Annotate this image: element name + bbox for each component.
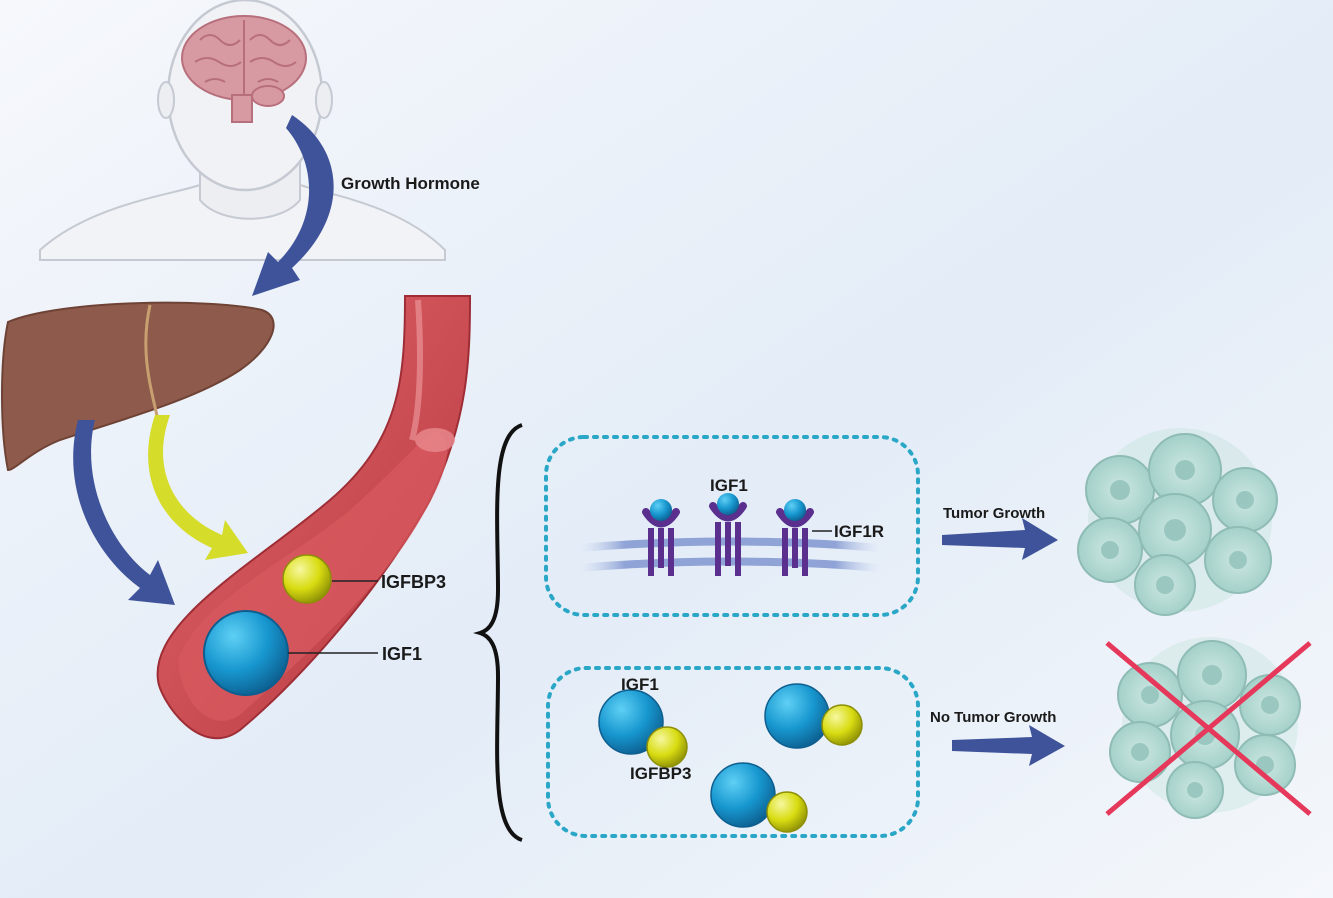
igf1-igfbp3-complex (598, 689, 688, 768)
tumor-growth-arrow (942, 518, 1058, 560)
igf1-bound-molecule (717, 493, 739, 515)
igf1-bound-molecule (650, 499, 672, 521)
curly-brace (473, 423, 523, 842)
igf1r-receptor (642, 499, 680, 576)
igfbp3-molecule (282, 554, 332, 604)
igf1-bound-molecule (784, 499, 806, 521)
igfbp3-bound-panel-label: IGFBP3 (630, 764, 691, 783)
igf1-receptor-panel-label: IGF1 (710, 476, 748, 495)
growth-hormone-arrow (252, 115, 334, 296)
igf1-bound-panel-label: IGF1 (621, 675, 659, 694)
igfbp3-vessel-label: IGFBP3 (381, 572, 446, 592)
receptor-binding-panel (544, 435, 920, 617)
igfbp3-bound-panel (546, 666, 920, 838)
brain-icon (181, 15, 307, 123)
tumor-growth-label: Tumor Growth (943, 505, 1045, 522)
igf1-igfbp3-complex (764, 683, 863, 749)
no-tumor-growth-label: No Tumor Growth (930, 709, 1056, 726)
growth-hormone-label: Growth Hormone (341, 174, 480, 193)
liver-icon (1, 301, 275, 472)
igf1-vessel-label: IGF1 (382, 644, 422, 664)
no-tumor-growth-arrow (952, 725, 1065, 766)
cross-mark-icon (1105, 641, 1312, 816)
igf1-molecule (203, 610, 289, 696)
igf1-igfbp3-complex (710, 762, 808, 833)
liver-blue-arrow (73, 420, 175, 605)
igf1r-label: IGF1R (834, 522, 884, 541)
igf1r-receptor (709, 493, 747, 576)
liver-yellow-arrow (148, 415, 248, 560)
igf1r-receptor (776, 499, 814, 576)
tumor-cell-cluster-icon (1077, 428, 1278, 616)
head-brain-icon (39, 0, 446, 261)
